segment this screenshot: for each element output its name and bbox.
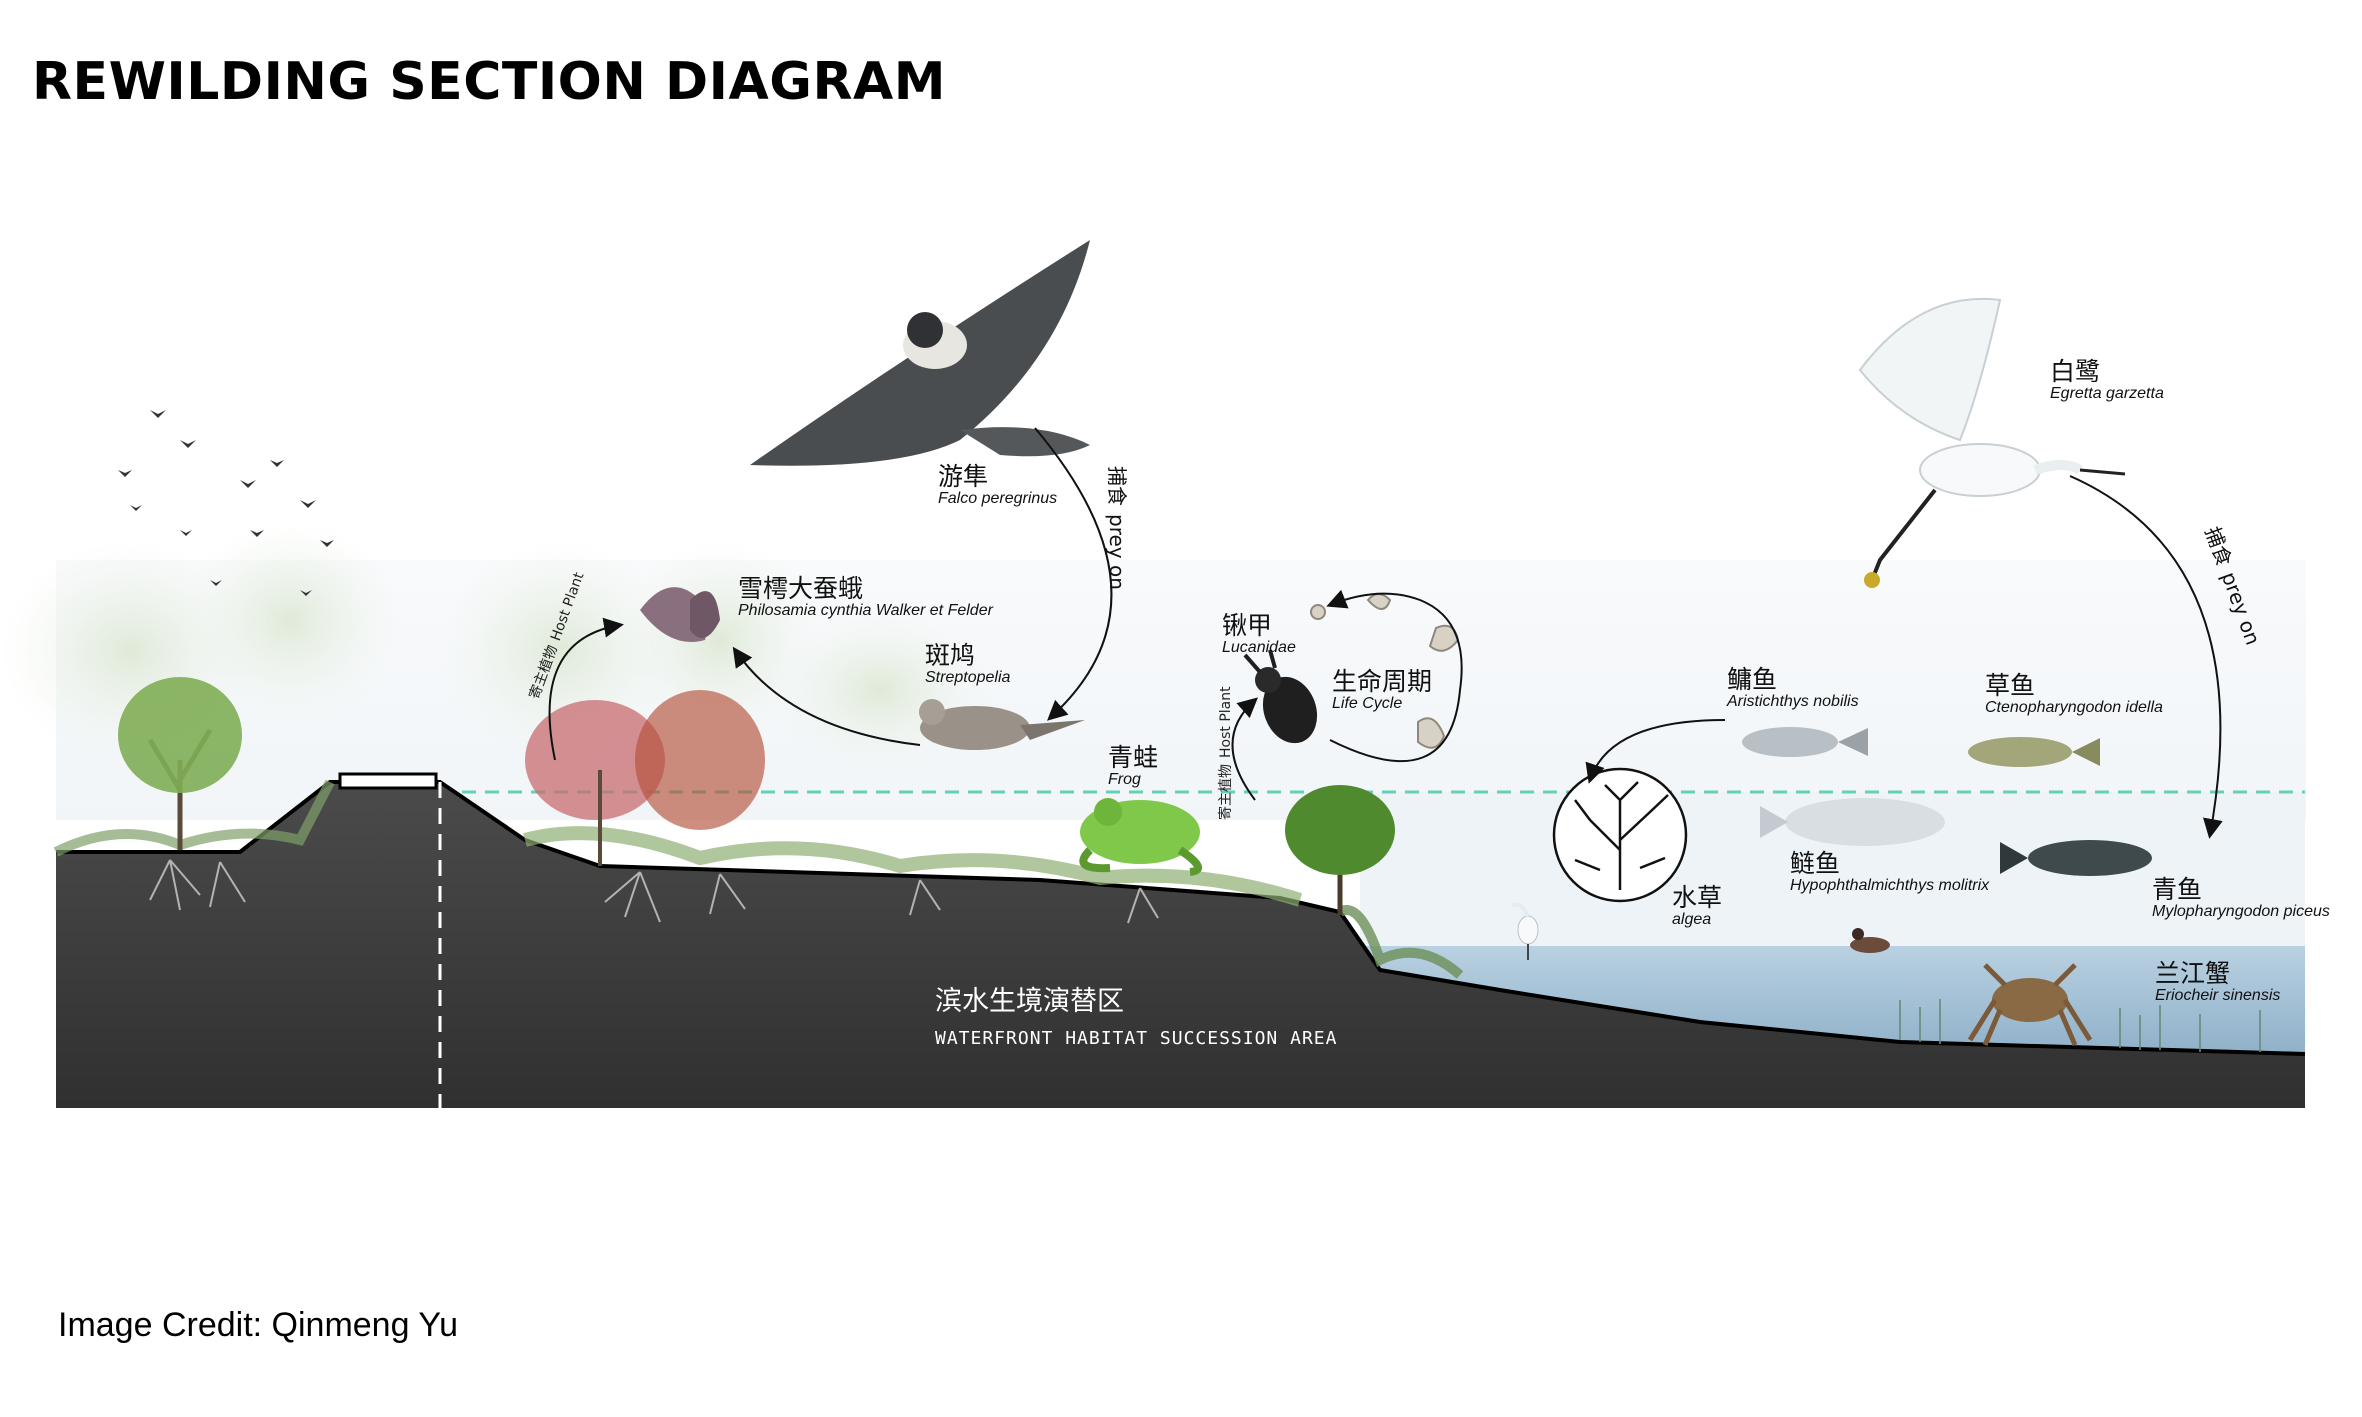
moth-host-arc [548,617,624,761]
algae-sci-label: algea [1672,911,1711,928]
bighead-cn-label: 鳙鱼 [1727,665,1777,694]
wading-egret [1510,902,1539,960]
egret-prey-arc [2069,475,2223,839]
crab-illustration [1967,963,2093,1046]
frog-cn-label: 青蛙 [1108,743,1158,772]
frog-illustration [1079,798,1202,876]
dove-cn-label: 斑鸠 [925,641,975,670]
crab-sci-label: Eriocheir sinensis [2155,987,2280,1004]
beetle-sci-label: Lucanidae [1222,639,1296,656]
moth-cn-label: 雪樗大蚕蛾 [738,574,863,603]
red-shrub [525,690,765,866]
egret-illustration [1858,297,2126,588]
falcon-prey-arc [1034,427,1113,721]
beetle-host-arc [1231,697,1258,801]
beetle-illustration [1243,649,1318,744]
egret-cn-label: 白鹭 [2050,357,2100,386]
silver-carp-illustration [1760,798,1945,846]
silvercarp-sci-label: Hypophthalmichthys molitrix [1790,877,1990,894]
algae-icon [1552,767,1688,903]
falcon-illustration [750,240,1090,466]
root-systems [149,859,1159,924]
dove-sci-label: Streptopelia [925,669,1010,686]
area-en-label: WATERFRONT HABITAT SUCCESSION AREA [935,1028,1337,1049]
lifecycle-sci-label: Life Cycle [1332,695,1402,712]
image-credit: Image Credit: Qinmeng Yu [58,1306,459,1344]
grasscarp-cn-label: 草鱼 [1985,671,2035,700]
dove-illustration [919,699,1085,750]
blackcarp-cn-label: 青鱼 [2152,875,2202,904]
duck-illustration [1850,928,1890,953]
left-tree [118,677,242,850]
lifecycle-cn-label: 生命周期 [1332,667,1432,696]
silvercarp-cn-label: 鲢鱼 [1790,849,1840,878]
life-cycle-arc [1326,589,1463,763]
bighead-sci-label: Aristichthys nobilis [1726,693,1859,710]
beetle-host-label: 寄主植物Host Plant [1217,686,1234,820]
crab-cn-label: 兰江蟹 [2155,959,2230,988]
black-carp-illustration [2000,840,2152,876]
bighead-carp-illustration [1742,727,1868,757]
background-trees [0,520,990,770]
berm-platform [338,772,438,790]
dove-moth-arc [732,646,921,746]
beetle-cn-label: 锹甲 [1222,611,1272,640]
area-cn-label: 滨水生境演替区 [935,986,1124,1017]
blackcarp-sci-label: Mylopharyngodon piceus [2152,903,2330,920]
diagram-title: REWILDING SECTION DIAGRAM [32,52,946,112]
life-cycle-stages [1310,593,1460,749]
moth-illustration [640,587,720,642]
algae-cn-label: 水草 [1672,883,1722,912]
falcon-cn-label: 游隼 [938,462,988,491]
water-reeds [1899,999,2261,1052]
falcon-prey-label: 捕食prey on [1105,466,1129,590]
falcon-sci-label: Falco peregrinus [938,490,1057,507]
grasscarp-sci-label: Ctenopharyngodon idella [1985,699,2163,716]
bird-flock [118,410,334,596]
frog-sci-label: Frog [1108,771,1141,788]
riverside-tree [1285,785,1395,915]
carp-algae-arc [1585,719,1726,784]
grass-carp-illustration [1968,737,2100,767]
egret-sci-label: Egretta garzetta [2050,385,2164,402]
moth-sci-label: Philosamia cynthia Walker et Felder [738,602,994,619]
